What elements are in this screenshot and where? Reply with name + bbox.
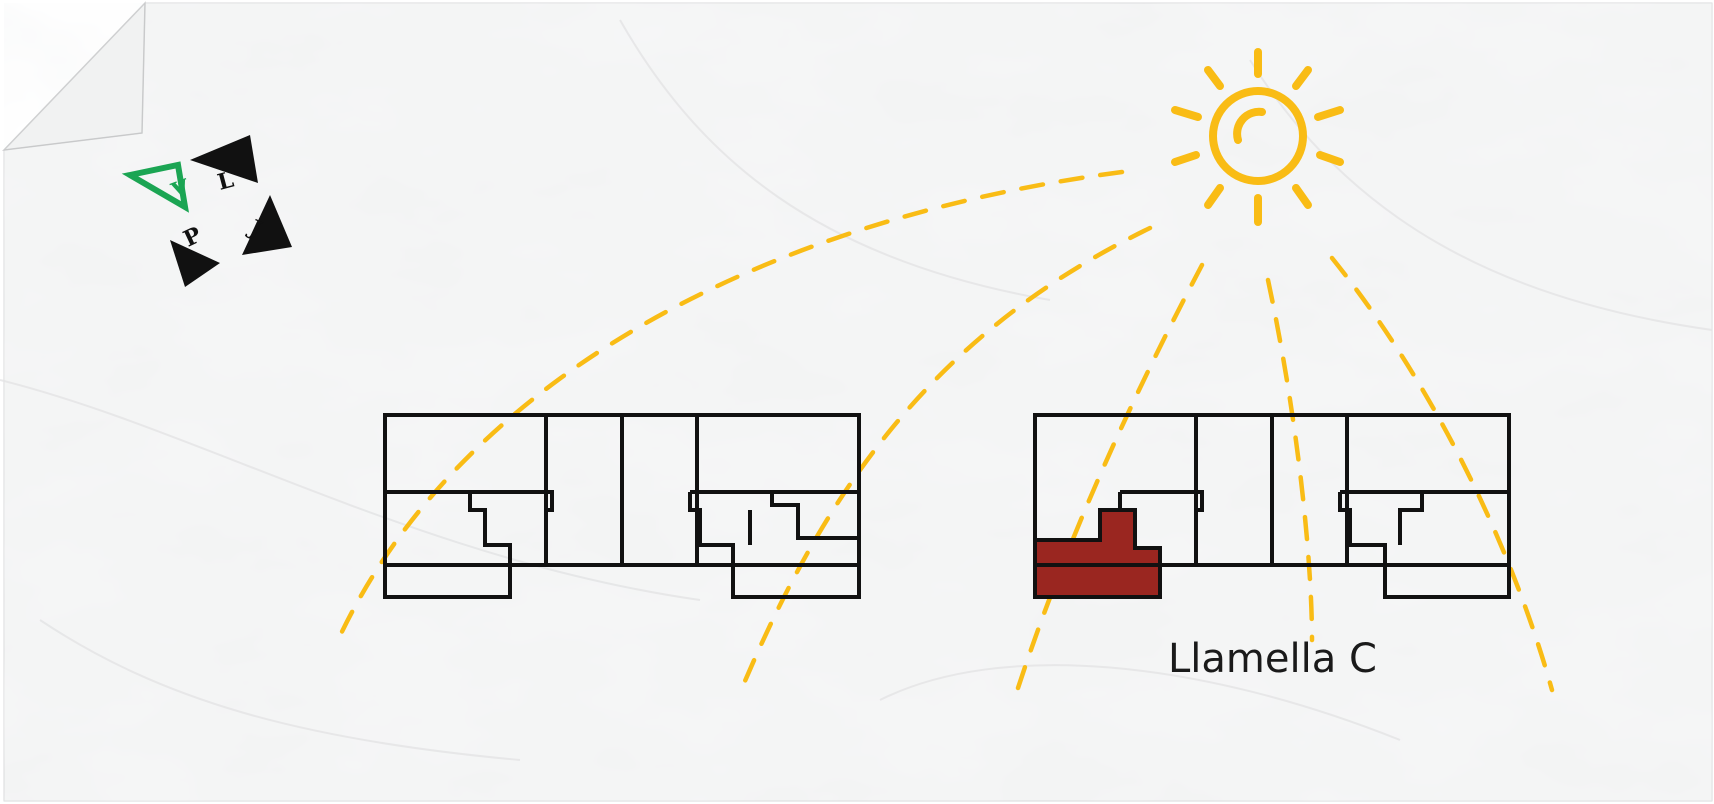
- building-label: Llamella C: [1168, 636, 1377, 682]
- sun-ray-4: [1265, 277, 1315, 643]
- building-left: [383, 413, 861, 599]
- logo-arrow-right: [242, 195, 292, 255]
- sun-icon: [1171, 48, 1344, 226]
- folded-corner-icon: [1, 1, 146, 152]
- sun-ray-3: [1015, 262, 1205, 691]
- logo-arrow-bottom: [170, 240, 220, 287]
- logo-green-arrow: [121, 161, 190, 213]
- highlighted-unit: [1033, 508, 1162, 599]
- sun-ray-5: [1329, 255, 1555, 693]
- sun-ray-2: [739, 225, 1153, 691]
- paper-texture: [4, 3, 1712, 801]
- paper-creases: [0, 19, 1713, 761]
- sun-rays: [335, 169, 1555, 693]
- building-right: Llamella C: [1033, 413, 1511, 682]
- logo-arrow-top: [190, 135, 258, 183]
- logo-letter-l: L: [215, 167, 237, 196]
